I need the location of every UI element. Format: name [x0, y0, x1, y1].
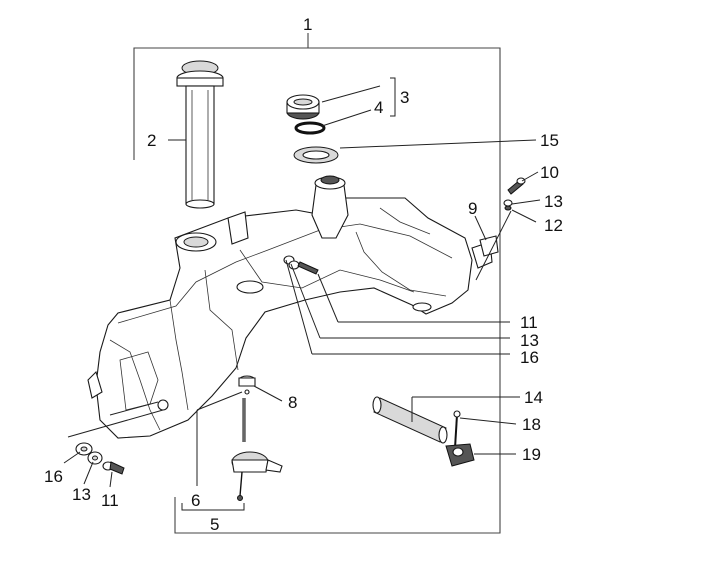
ref-number-10: 10	[540, 163, 559, 182]
bracket-part-9	[479, 235, 499, 257]
ref-number-16-upper: 16	[520, 348, 539, 367]
callout-leaders	[63, 77, 541, 511]
ref-number-2: 2	[147, 131, 156, 150]
washer-part-13-lower	[87, 451, 103, 465]
cap-seal-part-4	[294, 121, 326, 135]
ref-number-11-lower: 11	[101, 491, 119, 510]
clip-part-18	[453, 410, 461, 449]
hose-part-14	[372, 396, 448, 444]
ref-number-9: 9	[468, 199, 477, 218]
ref-number-13-middle: 13	[520, 331, 539, 350]
ref-number-15: 15	[540, 131, 559, 150]
ref-number-16-lower: 16	[44, 467, 63, 486]
screw-part-11-lower	[102, 461, 125, 475]
ref-number-12: 12	[544, 216, 563, 235]
screw-part-10	[507, 177, 526, 195]
ref-number-18: 18	[522, 415, 541, 434]
reference-numbers: 1 2 3 4 15 10 13 12 9 11 13 16 8 6 5 16 …	[44, 15, 563, 534]
fuel-tap-part-5	[231, 398, 283, 501]
ref-number-13-lower: 13	[72, 485, 91, 504]
ref-number-4: 4	[374, 98, 383, 117]
ref-number-6: 6	[191, 491, 200, 510]
ref-number-8: 8	[288, 393, 297, 412]
holder-part-19	[445, 443, 475, 467]
fuel-tank-body	[87, 175, 493, 439]
ref-number-11-upper: 11	[520, 313, 538, 332]
ref-number-13-right: 13	[544, 192, 563, 211]
ref-number-1: 1	[303, 15, 312, 34]
ref-number-5: 5	[210, 515, 219, 534]
washer-part-13-right	[503, 199, 513, 211]
screw-part-11-upper	[297, 261, 319, 275]
clamp-part-8	[238, 375, 256, 395]
fuel-pump-part-2	[176, 60, 224, 209]
gasket-part-15	[293, 146, 339, 164]
ref-number-14: 14	[524, 388, 543, 407]
ref-number-19: 19	[522, 445, 541, 464]
ref-number-3: 3	[400, 88, 409, 107]
fuel-cap-part-3	[286, 94, 320, 120]
assembly-frame-1	[133, 47, 501, 534]
